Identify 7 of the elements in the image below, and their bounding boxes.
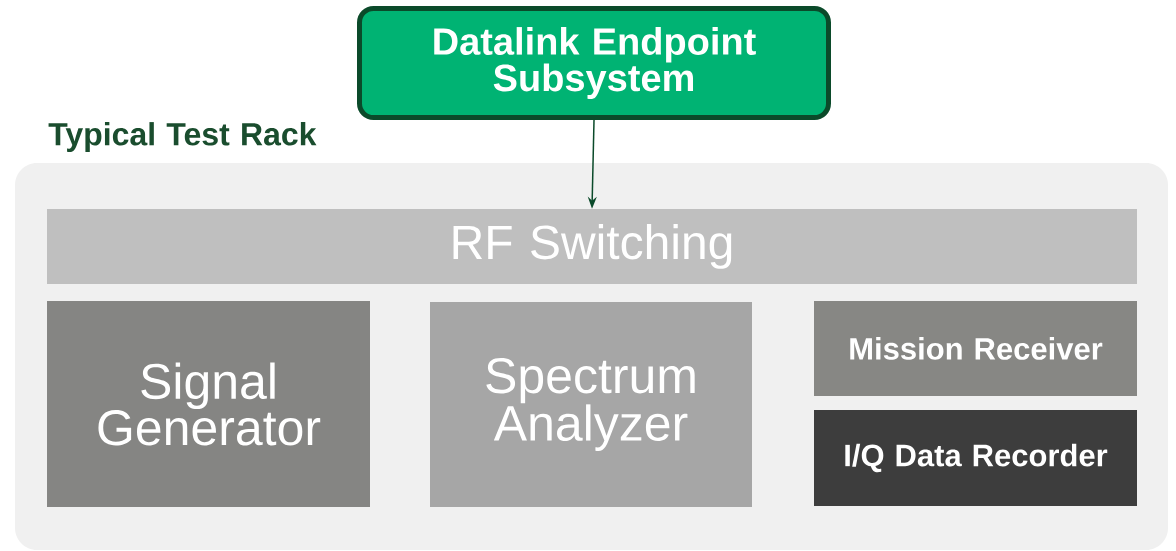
instrument-box: Spectrum Analyzer <box>430 302 752 507</box>
node-label: Typical Test Rack <box>48 122 317 152</box>
instrument-box: Signal Generator <box>47 301 370 507</box>
switching-bar: RF Switching <box>47 209 1137 284</box>
instrument-box: Mission Receiver <box>814 301 1137 396</box>
instrument-box: I/Q Data Recorder <box>814 410 1137 506</box>
subsystem-box: Datalink Endpoint Subsystem <box>357 6 831 120</box>
